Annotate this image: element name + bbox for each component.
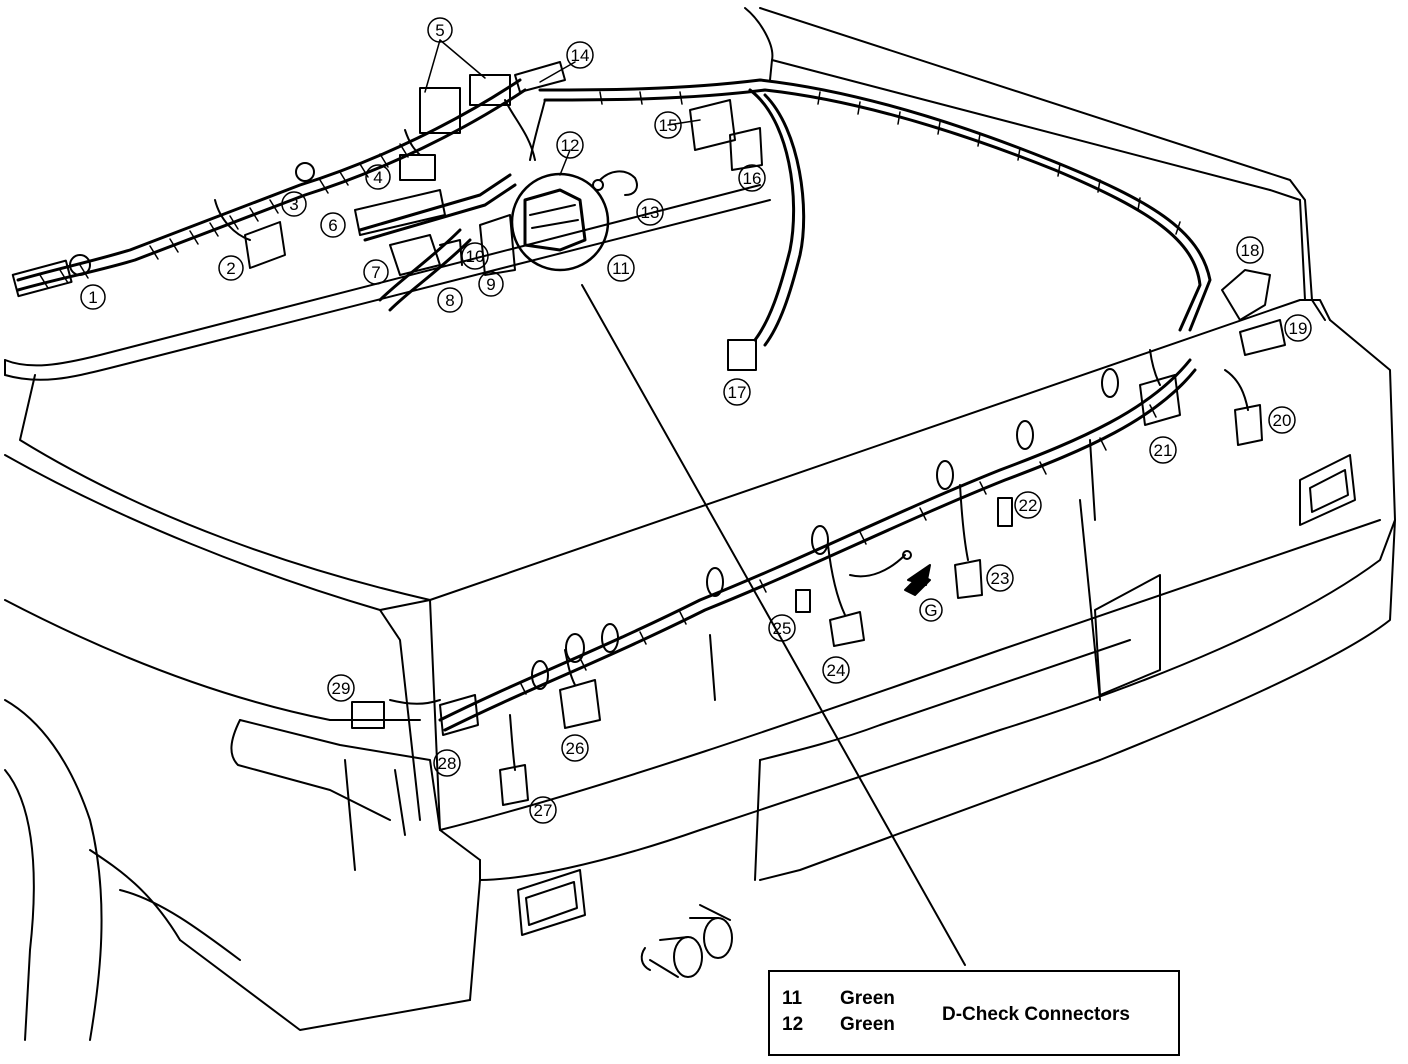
- callout-25-text: 25: [773, 619, 792, 638]
- callout-28: 28: [433, 749, 461, 777]
- callout-9-text: 9: [486, 275, 495, 294]
- callout-1: 1: [80, 284, 106, 310]
- tape-wrap-marks: [39, 91, 1181, 695]
- callout-3: 3: [281, 191, 307, 217]
- callout-21-text: 21: [1154, 441, 1173, 460]
- callout-17-text: 17: [728, 383, 747, 402]
- callout-G-text: G: [924, 601, 937, 620]
- wiring-harness: [16, 78, 1212, 732]
- callout-23: 23: [986, 564, 1014, 592]
- callout-12-text: 12: [561, 136, 580, 155]
- callout-15: 15: [654, 111, 682, 139]
- callout-G: G: [919, 598, 943, 622]
- legend-row-color: Green: [840, 1014, 895, 1035]
- callout-15-text: 15: [659, 116, 678, 135]
- callout-29-text: 29: [332, 679, 351, 698]
- callout-1-text: 1: [88, 288, 97, 307]
- callout-26-text: 26: [566, 739, 585, 758]
- callout-11-text: 11: [612, 259, 630, 278]
- harness-connectors: [11, 61, 1286, 806]
- callout-25: 25: [768, 614, 796, 642]
- callout-24: 24: [822, 656, 850, 684]
- callout-4: 4: [365, 164, 391, 190]
- callout-16-text: 16: [743, 169, 762, 188]
- callout-2: 2: [218, 255, 244, 281]
- callout-22-text: 22: [1019, 496, 1038, 515]
- callout-13-text: 13: [641, 203, 660, 222]
- callout-14: 14: [566, 41, 594, 69]
- callout-19: 19: [1284, 314, 1312, 342]
- callout-18: 18: [1236, 236, 1264, 264]
- leader-lines: [424, 39, 966, 966]
- callout-10-text: 10: [466, 247, 485, 266]
- callout-16: 16: [738, 164, 766, 192]
- callout-18-text: 18: [1241, 241, 1260, 260]
- callout-6: 6: [320, 212, 346, 238]
- callout-29: 29: [327, 674, 355, 702]
- callout-6-text: 6: [328, 216, 337, 235]
- callout-7-text: 7: [371, 263, 380, 282]
- callout-28-text: 28: [438, 754, 457, 773]
- callout-9: 9: [478, 271, 504, 297]
- callout-4-text: 4: [373, 168, 382, 187]
- callout-26: 26: [561, 734, 589, 762]
- callout-11: 11: [607, 254, 635, 282]
- legend-row-11: 11 Green: [782, 988, 930, 1010]
- callout-19-text: 19: [1289, 319, 1308, 338]
- callout-21: 21: [1149, 436, 1177, 464]
- callout-8-text: 8: [445, 291, 454, 310]
- callout-20-text: 20: [1273, 411, 1292, 430]
- callout-22: 22: [1014, 491, 1042, 519]
- legend-row-number: 12: [782, 1014, 804, 1035]
- callout-2-text: 2: [226, 259, 235, 278]
- legend-title: D-Check Connectors: [942, 1004, 1130, 1025]
- callout-10: 10: [461, 242, 489, 270]
- callout-17: 17: [723, 378, 751, 406]
- callout-8: 8: [437, 287, 463, 313]
- callout-3-text: 3: [289, 195, 298, 214]
- callout-24-text: 24: [827, 661, 846, 680]
- callout-12: 12: [556, 131, 584, 159]
- callout-5-text: 5: [435, 21, 444, 40]
- legend-row-12: 12 Green: [782, 1014, 930, 1036]
- callout-20: 20: [1268, 406, 1296, 434]
- legend-row-number: 11: [782, 988, 803, 1009]
- legend-row-color: Green: [840, 988, 895, 1009]
- callout-5: 5: [427, 17, 453, 43]
- callout-14-text: 14: [571, 46, 590, 65]
- callout-23-text: 23: [991, 569, 1010, 588]
- car-body-outline: [4, 7, 1396, 1041]
- callout-27-text: 27: [534, 801, 553, 820]
- callout-13: 13: [636, 198, 664, 226]
- callout-7: 7: [363, 259, 389, 285]
- callout-27: 27: [529, 796, 557, 824]
- callout-labels: 1 2 3 4 5 6 7 8 9 10 11 12 13 14 15 16 1…: [80, 17, 1312, 824]
